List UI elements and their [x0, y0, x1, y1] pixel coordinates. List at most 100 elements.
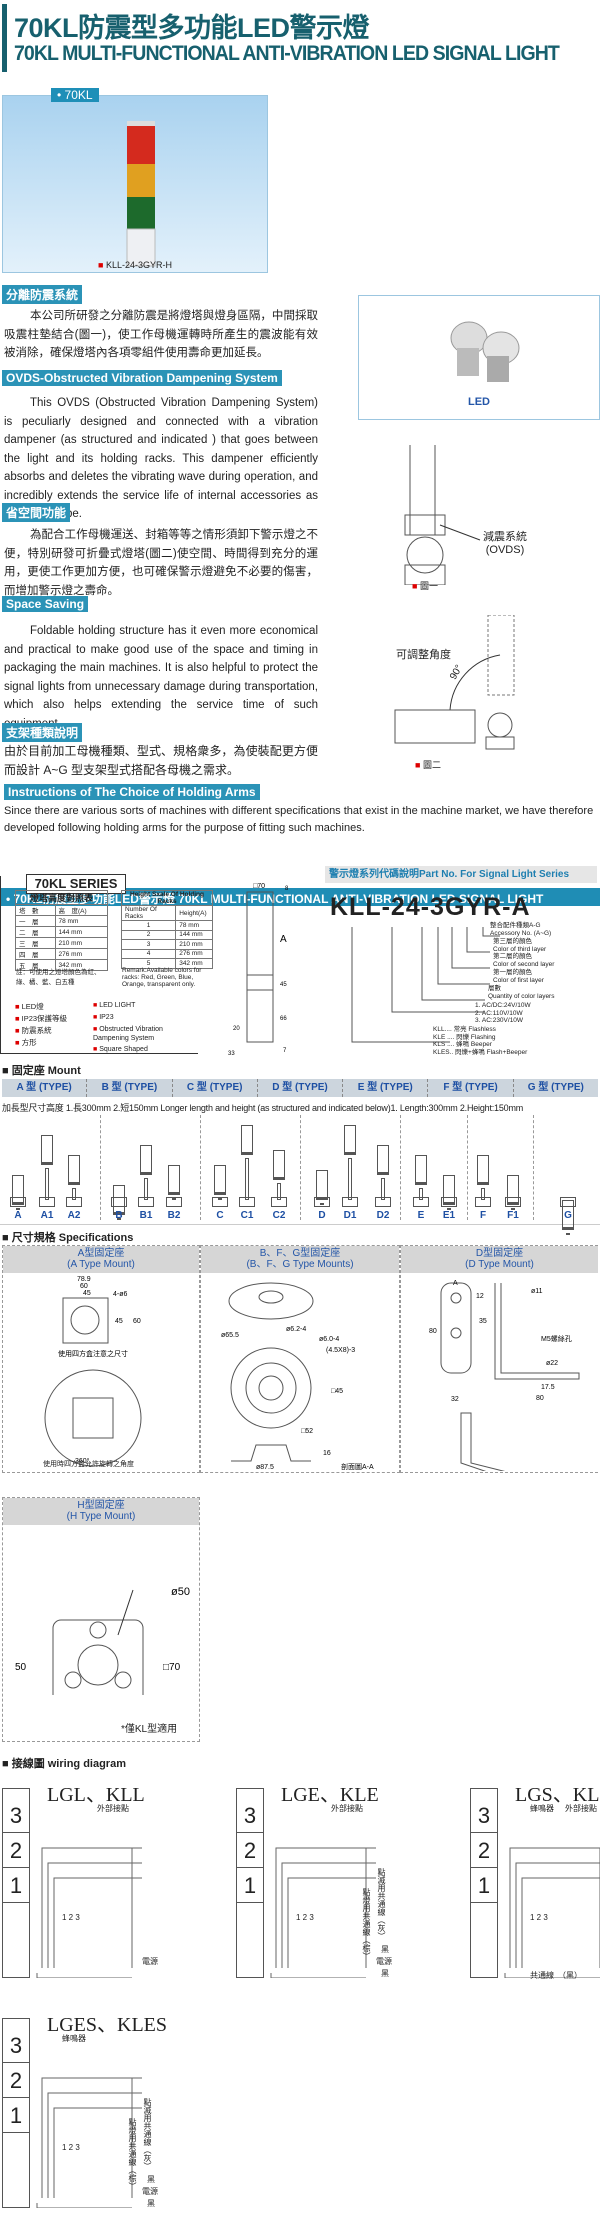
svg-text:M5螺絲孔: M5螺絲孔 — [541, 1334, 572, 1343]
layer-number: 2 — [236, 1833, 264, 1868]
mount-label-d: D — [318, 1210, 326, 1221]
specs-heading: ■ 尺寸規格 Specifications — [2, 1232, 134, 1244]
svg-text:ø6.2-4: ø6.2-4 — [286, 1326, 306, 1333]
figure-2-caption: ■ 圖二 — [415, 760, 441, 770]
layer-number: 3 — [470, 1798, 498, 1833]
svg-text:ø87.5: ø87.5 — [256, 1464, 274, 1471]
mount-label-b: B — [115, 1210, 123, 1221]
wiring-black-1-label: 黑 — [381, 1945, 389, 1954]
mount-drawing-a: A — [8, 1115, 28, 1225]
svg-text:60: 60 — [133, 1318, 141, 1325]
mount-drawing-b1: B1 — [136, 1115, 156, 1225]
layer-number: 2 — [470, 1833, 498, 1868]
angle-label: 可調整角度 — [396, 649, 451, 661]
mount-type-header: A 型 (TYPE) B 型 (TYPE) C 型 (TYPE) D 型 (TY… — [2, 1079, 598, 1097]
svg-text:45: 45 — [83, 1290, 91, 1297]
dim-a: A — [280, 934, 287, 945]
en-table-note: Remark:Available colors for racks: Red, … — [122, 967, 202, 988]
arms-zh-text: 由於目前加工母機種類、型式、規格衆多，為使裝配更方便而設計 A~G 型支架型式搭… — [4, 744, 318, 777]
layer-number: 1 — [2, 2098, 30, 2133]
a-mount-drawing: 78.9 60 45 4-ø6 45 60 使用四方盒注意之尺寸 360° — [44, 1276, 142, 1467]
mount-label-d2: D2 — [376, 1210, 390, 1221]
mount-divider — [300, 1115, 301, 1220]
a-mount-note2: 使用時四方盒允許旋轉之角度 — [43, 1461, 134, 1468]
mount-divider — [200, 1115, 201, 1220]
mount-divider — [400, 1115, 401, 1220]
svg-text:ø22: ø22 — [546, 1360, 558, 1367]
dim-33: 33 — [228, 1051, 235, 1057]
wiring-title: LGE、KLE — [281, 1784, 379, 1806]
mount-label-a2: A2 — [67, 1210, 81, 1221]
mount-drawing-d2: D2 — [373, 1115, 393, 1225]
mount-drawing-f: F — [473, 1115, 493, 1225]
mount-label-g: G — [564, 1210, 572, 1221]
svg-text:32: 32 — [451, 1396, 459, 1403]
spec-panel-a: A型固定座(A Type Mount) 78.9 60 45 4-ø6 45 6… — [2, 1245, 200, 1473]
wiring-wires-label: 1 2 3 — [296, 1913, 314, 1922]
page-title-zh: 70KL防震型多功能LED警示燈 — [14, 13, 370, 43]
wiring-wires-label: 1 2 3 — [62, 2143, 80, 2152]
features-zh: ■ LED燈 ■ IP23保護等級 ■ 防震系統 ■ 方形 — [15, 1002, 68, 1047]
wiring-power-label: 電源 — [142, 1957, 158, 1966]
mount-label-d1: D1 — [343, 1210, 357, 1221]
spec-panel-d: D型固定座(D Type Mount) A ø11 12 35 80 M5螺絲孔… — [400, 1245, 598, 1481]
ovds-en-text: This OVDS (Obstructed Vibration Dampenin… — [4, 397, 318, 520]
partno-leader-lines — [351, 927, 500, 1043]
product-tag: • 70KL — [51, 88, 99, 102]
spec-bfg-header: B、F、G型固定座(B、F、G Type Mounts) — [201, 1246, 399, 1273]
wiring-black-2-label: 黑 — [381, 1969, 389, 1978]
section-label-ovds-en: OVDS-Obstructed Vibration Dampening Syst… — [2, 370, 282, 386]
mount-type-d: D 型 (TYPE) — [258, 1079, 344, 1097]
partno-title: 警示燈系列代碼說明Part No. For Signal Light Serie… — [325, 866, 597, 883]
section-label-space-en: Space Saving — [2, 596, 89, 612]
figure-1-caption: ■ 圖一 — [412, 581, 438, 591]
layer-number: 2 — [2, 2063, 30, 2098]
layer-number: 3 — [236, 1798, 264, 1833]
mount-label-c1: C1 — [240, 1210, 254, 1221]
d-mount-drawing: A ø11 12 35 80 M5螺絲孔 ø22 17.5 80 32 — [429, 1280, 580, 1481]
svg-text:A: A — [453, 1280, 458, 1287]
spec-panel-bfg: B、F、G型固定座(B、F、G Type Mounts) ø65.5 ø6.2-… — [200, 1245, 400, 1473]
mount-label-e: E — [417, 1210, 425, 1221]
wiring-common-label: 共通線 （黑） — [530, 1971, 582, 1980]
wiring-buzzer-label: 蜂鳴器 — [62, 2034, 86, 2043]
features-en: ■ LED LIGHT ■ IP23 ■ Obstructed Vibratio… — [93, 1002, 163, 1053]
svg-text:剖面圖A-A: 剖面圖A-A — [341, 1462, 374, 1471]
wiring-buzzer-label: 蜂鳴器 — [530, 1804, 554, 1813]
series-block — [0, 876, 198, 1054]
wiring-contact-label: 外部接點 — [97, 1804, 129, 1813]
mount-drawing-c2: C2 — [269, 1115, 289, 1225]
wiring-blink-label: 點滅用共通線（灰） — [143, 2098, 152, 2170]
spec-a-header: A型固定座(A Type Mount) — [3, 1246, 199, 1273]
mount-divider — [467, 1115, 468, 1220]
h-mount-note: *僅KL型適用 — [121, 1724, 178, 1735]
dim-top: 8 — [285, 886, 289, 892]
mount-note: 加長型尺寸高度 1.長300mm 2.短150mm Longer length … — [2, 1103, 524, 1113]
svg-text:78.9: 78.9 — [77, 1276, 91, 1283]
mount-drawing-c: C — [210, 1115, 230, 1225]
svg-text:使用四方盒注意之尺寸: 使用四方盒注意之尺寸 — [58, 1349, 128, 1358]
h-mount-drawing: ø50 50 □70 — [15, 1586, 190, 1711]
svg-text:45: 45 — [115, 1318, 123, 1325]
dim-45: 45 — [280, 982, 287, 988]
mount-label-b1: B1 — [139, 1210, 153, 1221]
wiring-wires-label: 1 2 3 — [62, 1913, 80, 1922]
mount-label-c2: C2 — [272, 1210, 286, 1221]
layer-number: 1 — [470, 1868, 498, 1903]
wiring-contact-label: 外部接點 — [565, 1804, 597, 1813]
dim-7: 7 — [283, 1048, 287, 1054]
wiring-contact-label: 外部接點 — [331, 1804, 363, 1813]
svg-text:17.5: 17.5 — [541, 1384, 555, 1391]
layer-number: 1 — [236, 1868, 264, 1903]
mount-label-e1: E1 — [442, 1210, 456, 1221]
wiring-wires-label: 1 2 3 — [530, 1913, 548, 1922]
mount-drawing-d1: D1 — [340, 1115, 360, 1225]
mount-label-a1: A1 — [40, 1210, 54, 1221]
